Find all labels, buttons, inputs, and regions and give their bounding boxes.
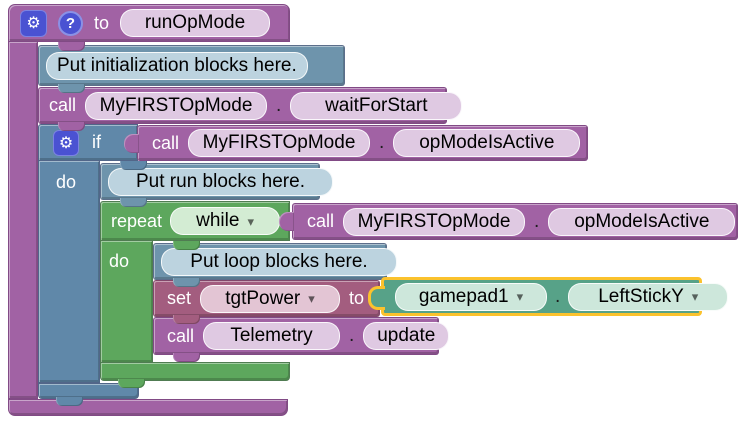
dot-separator: . bbox=[555, 285, 561, 307]
mutator-gear-icon[interactable]: ⚙ bbox=[20, 9, 47, 37]
repeat-mode-dropdown[interactable]: while ▾ bbox=[170, 207, 281, 235]
gamepad-property-value: LeftStickY bbox=[598, 285, 684, 307]
next-connector-tab bbox=[118, 379, 145, 388]
method-name-field: opModeIsActive bbox=[548, 207, 736, 236]
value-connector-tab bbox=[279, 212, 294, 231]
dot-separator: . bbox=[534, 210, 540, 232]
set-to-label: to bbox=[349, 288, 365, 308]
comment-block-init[interactable]: Put initialization blocks here. bbox=[38, 45, 345, 86]
method-object-field: Telemetry bbox=[203, 322, 341, 350]
comment-text-field[interactable]: Put run blocks here. bbox=[108, 167, 333, 196]
procedure-block-header[interactable]: ⚙ ? to runOpMode bbox=[8, 4, 290, 42]
telemetry-call-block[interactable]: call Telemetry . update bbox=[153, 317, 450, 355]
repeat-mode-value: while bbox=[196, 210, 240, 231]
call-label: call bbox=[307, 211, 335, 231]
gamepad-property-dropdown[interactable]: LeftStickY ▾ bbox=[568, 282, 729, 311]
next-connector-tab bbox=[58, 122, 85, 131]
gamepad-device-value: gamepad1 bbox=[418, 285, 509, 307]
set-label: set bbox=[167, 288, 192, 308]
repeat-block-header[interactable]: repeat while ▾ bbox=[100, 201, 290, 241]
variable-name: tgtPower bbox=[225, 287, 301, 309]
method-object-field: MyFIRSTOpMode bbox=[188, 129, 371, 157]
method-name-field: update bbox=[363, 322, 450, 350]
statement-connector-tab bbox=[173, 241, 200, 250]
if-block-spine[interactable]: do bbox=[38, 161, 100, 383]
dot-separator: . bbox=[276, 94, 282, 116]
call-label: call bbox=[167, 325, 195, 346]
next-connector-tab bbox=[120, 198, 147, 207]
dropdown-arrow-icon: ▾ bbox=[691, 289, 699, 304]
if-mutator-gear-icon[interactable]: ⚙ bbox=[53, 129, 79, 156]
value-connector-tab bbox=[368, 286, 385, 310]
next-connector-tab bbox=[173, 315, 200, 324]
help-icon[interactable]: ? bbox=[58, 10, 83, 36]
statement-connector-tab bbox=[120, 161, 147, 170]
if-condition-block[interactable]: call MyFIRSTOpMode . opModeIsActive bbox=[124, 125, 588, 161]
call-waitforstart-block[interactable]: call MyFIRSTOpMode . waitForStart bbox=[38, 87, 463, 124]
dropdown-arrow-icon: ▾ bbox=[308, 291, 315, 306]
call-label: call bbox=[152, 132, 180, 153]
next-connector-tab bbox=[56, 397, 83, 406]
next-connector-tab bbox=[58, 84, 85, 93]
method-name-field: waitForStart bbox=[290, 91, 463, 120]
procedure-block-footer[interactable] bbox=[8, 399, 288, 416]
repeat-block-footer[interactable] bbox=[100, 362, 290, 381]
method-name-field: opModeIsActive bbox=[393, 129, 581, 157]
repeat-block-spine[interactable]: do bbox=[100, 241, 153, 363]
dropdown-arrow-icon: ▾ bbox=[247, 213, 254, 229]
procedure-to-label: to bbox=[94, 12, 110, 33]
statement-connector-tab bbox=[58, 42, 85, 51]
method-object-field: MyFIRSTOpMode bbox=[343, 207, 526, 236]
if-label: if bbox=[92, 132, 101, 152]
call-label: call bbox=[49, 95, 77, 115]
dot-separator: . bbox=[379, 132, 385, 153]
procedure-block-spine[interactable] bbox=[8, 42, 38, 399]
repeat-label: repeat bbox=[111, 210, 163, 231]
if-block-header[interactable]: ⚙ if bbox=[38, 124, 138, 161]
if-block-footer[interactable] bbox=[38, 383, 139, 399]
comment-block-run[interactable]: Put run blocks here. bbox=[100, 163, 333, 200]
dot-separator: . bbox=[349, 325, 355, 346]
next-connector-tab bbox=[173, 353, 200, 362]
dropdown-arrow-icon: ▾ bbox=[516, 289, 524, 304]
repeat-condition-block[interactable]: call MyFIRSTOpMode . opModeIsActive bbox=[279, 203, 738, 240]
repeat-do-label: do bbox=[109, 251, 130, 271]
method-object-field: MyFIRSTOpMode bbox=[85, 91, 268, 120]
procedure-name-field[interactable]: runOpMode bbox=[120, 9, 271, 37]
gamepad-value-block[interactable]: gamepad1 ▾ . LeftStickY ▾ bbox=[368, 277, 729, 316]
value-connector-tab bbox=[124, 134, 139, 153]
comment-text-field[interactable]: Put loop blocks here. bbox=[161, 247, 397, 276]
gamepad-device-dropdown[interactable]: gamepad1 ▾ bbox=[395, 282, 547, 311]
next-connector-tab bbox=[173, 278, 200, 287]
comment-text-field[interactable]: Put initialization blocks here. bbox=[46, 51, 308, 80]
if-do-label: do bbox=[56, 172, 77, 192]
variable-dropdown[interactable]: tgtPower ▾ bbox=[200, 284, 341, 313]
